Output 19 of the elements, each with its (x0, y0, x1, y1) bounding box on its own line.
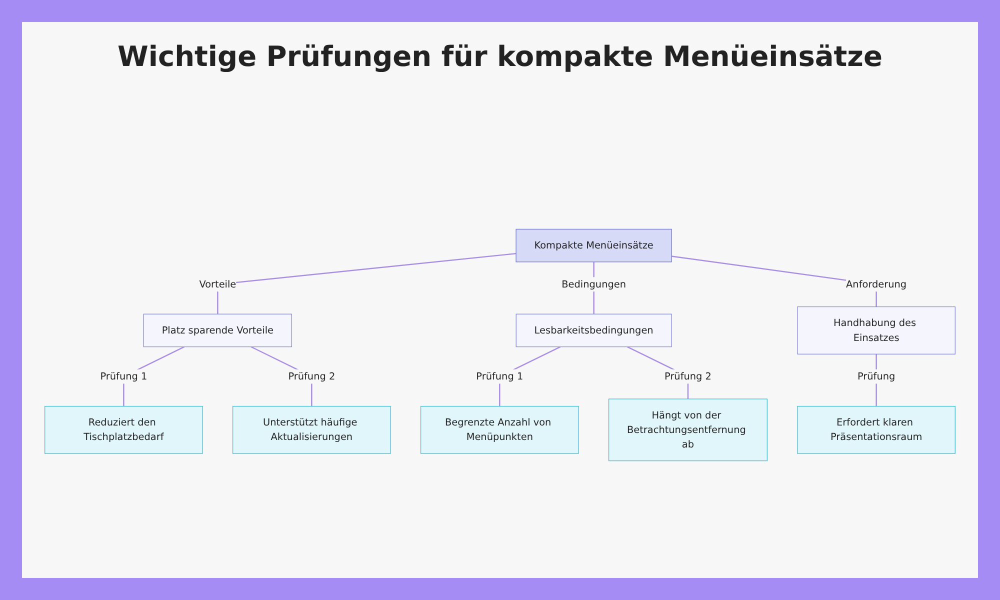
node-box: Lesbarkeitsbedingungen (516, 314, 672, 348)
node-box: Erfordert klaren Präsentationsraum (797, 406, 956, 454)
node-box: Reduziert den Tischplatzbedarf (44, 406, 203, 454)
node-box: Platz sparende Vorteile (143, 314, 292, 348)
node-box: Kompakte Menüeinsätze (516, 228, 672, 262)
node-box: Hängt von der Betrachtungsentfernung ab (608, 398, 768, 462)
edge-label: Prüfung 1 (476, 370, 524, 382)
node-box: Unterstützt häufige Aktualisierungen (232, 406, 391, 454)
edge-label: Prüfung 2 (288, 370, 336, 382)
edge-label: Anforderung (846, 278, 907, 290)
edge-label: Prüfung 2 (664, 370, 712, 382)
edge-label: Vorteile (199, 278, 236, 290)
edge-label: Bedingungen (562, 278, 626, 290)
node-box: Handhabung des Einsatzes (797, 306, 956, 354)
node-box: Begrenzte Anzahl von Menüpunkten (420, 406, 579, 454)
diagram-title: Wichtige Prüfungen für kompakte Menüeinsätze (116, 40, 884, 73)
edge-label: Prüfung (857, 370, 896, 382)
connector (217, 252, 516, 314)
edge-label: Prüfung 1 (100, 370, 148, 382)
